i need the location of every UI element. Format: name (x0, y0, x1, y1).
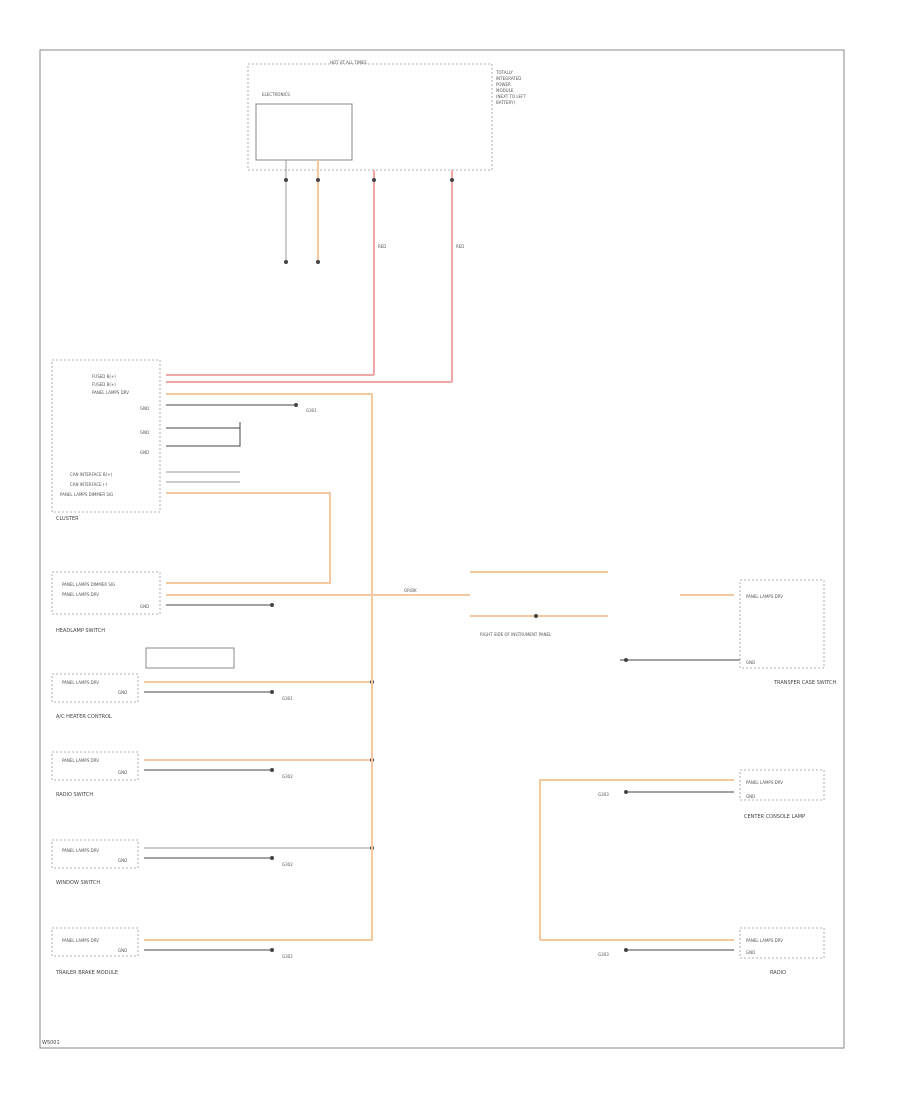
headlamp-wire-label: OR/BK (404, 588, 417, 593)
transfer-case-caption: TRANSFER CASE SWITCH (773, 680, 836, 686)
window-switch-ground-label: G302 (282, 862, 293, 867)
cluster-pin-5: GND (140, 450, 149, 455)
console-pin-1: GND (746, 794, 755, 799)
transfer-pin-1: GND (746, 660, 755, 665)
cluster-pin-8: PANEL LAMPS DIMMER SIG (60, 492, 113, 497)
trailer-pin-1: GND (118, 948, 127, 953)
trailer-pin-0: PANEL LAMPS DRV (62, 938, 99, 943)
window-switch-pin-0: PANEL LAMPS DRV (62, 848, 99, 853)
footer-code: W5001 (42, 1040, 60, 1046)
radio-switch-pin-0: PANEL LAMPS DRV (62, 758, 99, 763)
cluster-ground-label: G301 (306, 408, 317, 413)
console-ground-label: G303 (598, 792, 609, 797)
fuse-box-note-3: MODULE (496, 88, 514, 93)
fuse-box-note-5: BATTERY) (496, 100, 515, 105)
module-ac-heater: A/C HEATER CONTROL PANEL LAMPS DRV GND G… (51, 647, 374, 720)
console-pin-0: PANEL LAMPS DRV (746, 780, 783, 785)
radio-ground-label: G303 (598, 952, 609, 957)
cluster-pin-2: PANEL LAMPS DRV (92, 390, 129, 395)
cluster-pin-1: FUSED B(+) (92, 382, 116, 387)
radio-pin-1: GND (746, 950, 755, 955)
radio-pin-0: PANEL LAMPS DRV (746, 938, 783, 943)
wire-label-red-2: RED (456, 244, 464, 249)
fuse-box-sublabel: ELECTRONICS (262, 92, 290, 97)
headlamp-pin-2: GND (140, 604, 149, 609)
headlamp-switch-caption: HEADLAMP SWITCH (56, 628, 105, 634)
fuse-box: HOT AT ALL TIMES ELECTRONICS TOTALLY INT… (247, 60, 526, 171)
fuse-box-note-1: INTEGRATED (496, 76, 521, 81)
fuse-box-note-0: TOTALLY (495, 70, 513, 75)
console-lamp-caption: CENTER CONSOLE LAMP (744, 814, 805, 820)
fuse-box-note-4: (NEXT TO LEFT (496, 94, 526, 99)
radio-switch-caption: RADIO SWITCH (56, 792, 93, 798)
fuse-box-title: HOT AT ALL TIMES (330, 60, 367, 65)
radio-caption: RADIO (770, 970, 786, 976)
module-radio-switch: RADIO SWITCH PANEL LAMPS DRV GND G302 (51, 751, 374, 798)
cluster-pin-6: CAN INTERFACE B(+) (70, 472, 113, 477)
cluster-caption: CLUSTER (56, 516, 79, 522)
wire-label-red-1: RED (378, 244, 386, 249)
cluster-pin-4: GND (140, 430, 149, 435)
module-radio: RADIO PANEL LAMPS DRV GND G303 (540, 927, 825, 976)
cluster-wires: G301 (166, 374, 452, 595)
ac-pin-0: PANEL LAMPS DRV (62, 680, 99, 685)
headlamp-pin-1: PANEL LAMPS DRV (62, 592, 99, 597)
module-headlamp-switch: HEADLAMP SWITCH PANEL LAMPS DIMMER SIG P… (51, 571, 470, 634)
module-console-lamp: CENTER CONSOLE LAMP PANEL LAMPS DRV GND … (539, 769, 825, 940)
ac-pin-1: GND (118, 690, 127, 695)
cluster-pin-0: FUSED B(+) (92, 374, 116, 379)
headlamp-pin-0: PANEL LAMPS DIMMER SIG (62, 582, 115, 587)
module-trailer-brake: TRAILER BRAKE MODULE PANEL LAMPS DRV GND… (51, 595, 373, 976)
cluster-pin-7: CAN INTERFACE (-) (70, 482, 108, 487)
module-cluster: CLUSTER FUSED B(+) FUSED B(+) PANEL LAMP… (51, 359, 161, 522)
trailer-ground-label: G302 (282, 954, 293, 959)
diagram-frame (39, 49, 845, 1049)
ac-ground-label: G301 (282, 696, 293, 701)
transfer-pin-0: PANEL LAMPS DRV (746, 594, 783, 599)
module-window-switch: WINDOW SWITCH PANEL LAMPS DRV GND G302 (51, 839, 374, 886)
window-switch-caption: WINDOW SWITCH (56, 880, 100, 886)
cluster-pin-3: GND (140, 406, 149, 411)
module-transfer-case: TRANSFER CASE SWITCH PANEL LAMPS DRV GND (739, 579, 836, 686)
splice-network: RIGHT SIDE OF INSTRUMENT PANEL (470, 571, 740, 662)
window-switch-pin-1: GND (118, 858, 127, 863)
splice-note-0: RIGHT SIDE OF INSTRUMENT PANEL (480, 632, 552, 637)
fuse-box-note-2: POWER (496, 82, 511, 87)
radio-switch-ground-label: G302 (282, 774, 293, 779)
radio-switch-pin-1: GND (118, 770, 127, 775)
trailer-brake-caption: TRAILER BRAKE MODULE (55, 970, 118, 976)
fuse-box-outputs: RED RED (284, 160, 464, 382)
ac-heater-caption: A/C HEATER CONTROL (56, 714, 112, 720)
